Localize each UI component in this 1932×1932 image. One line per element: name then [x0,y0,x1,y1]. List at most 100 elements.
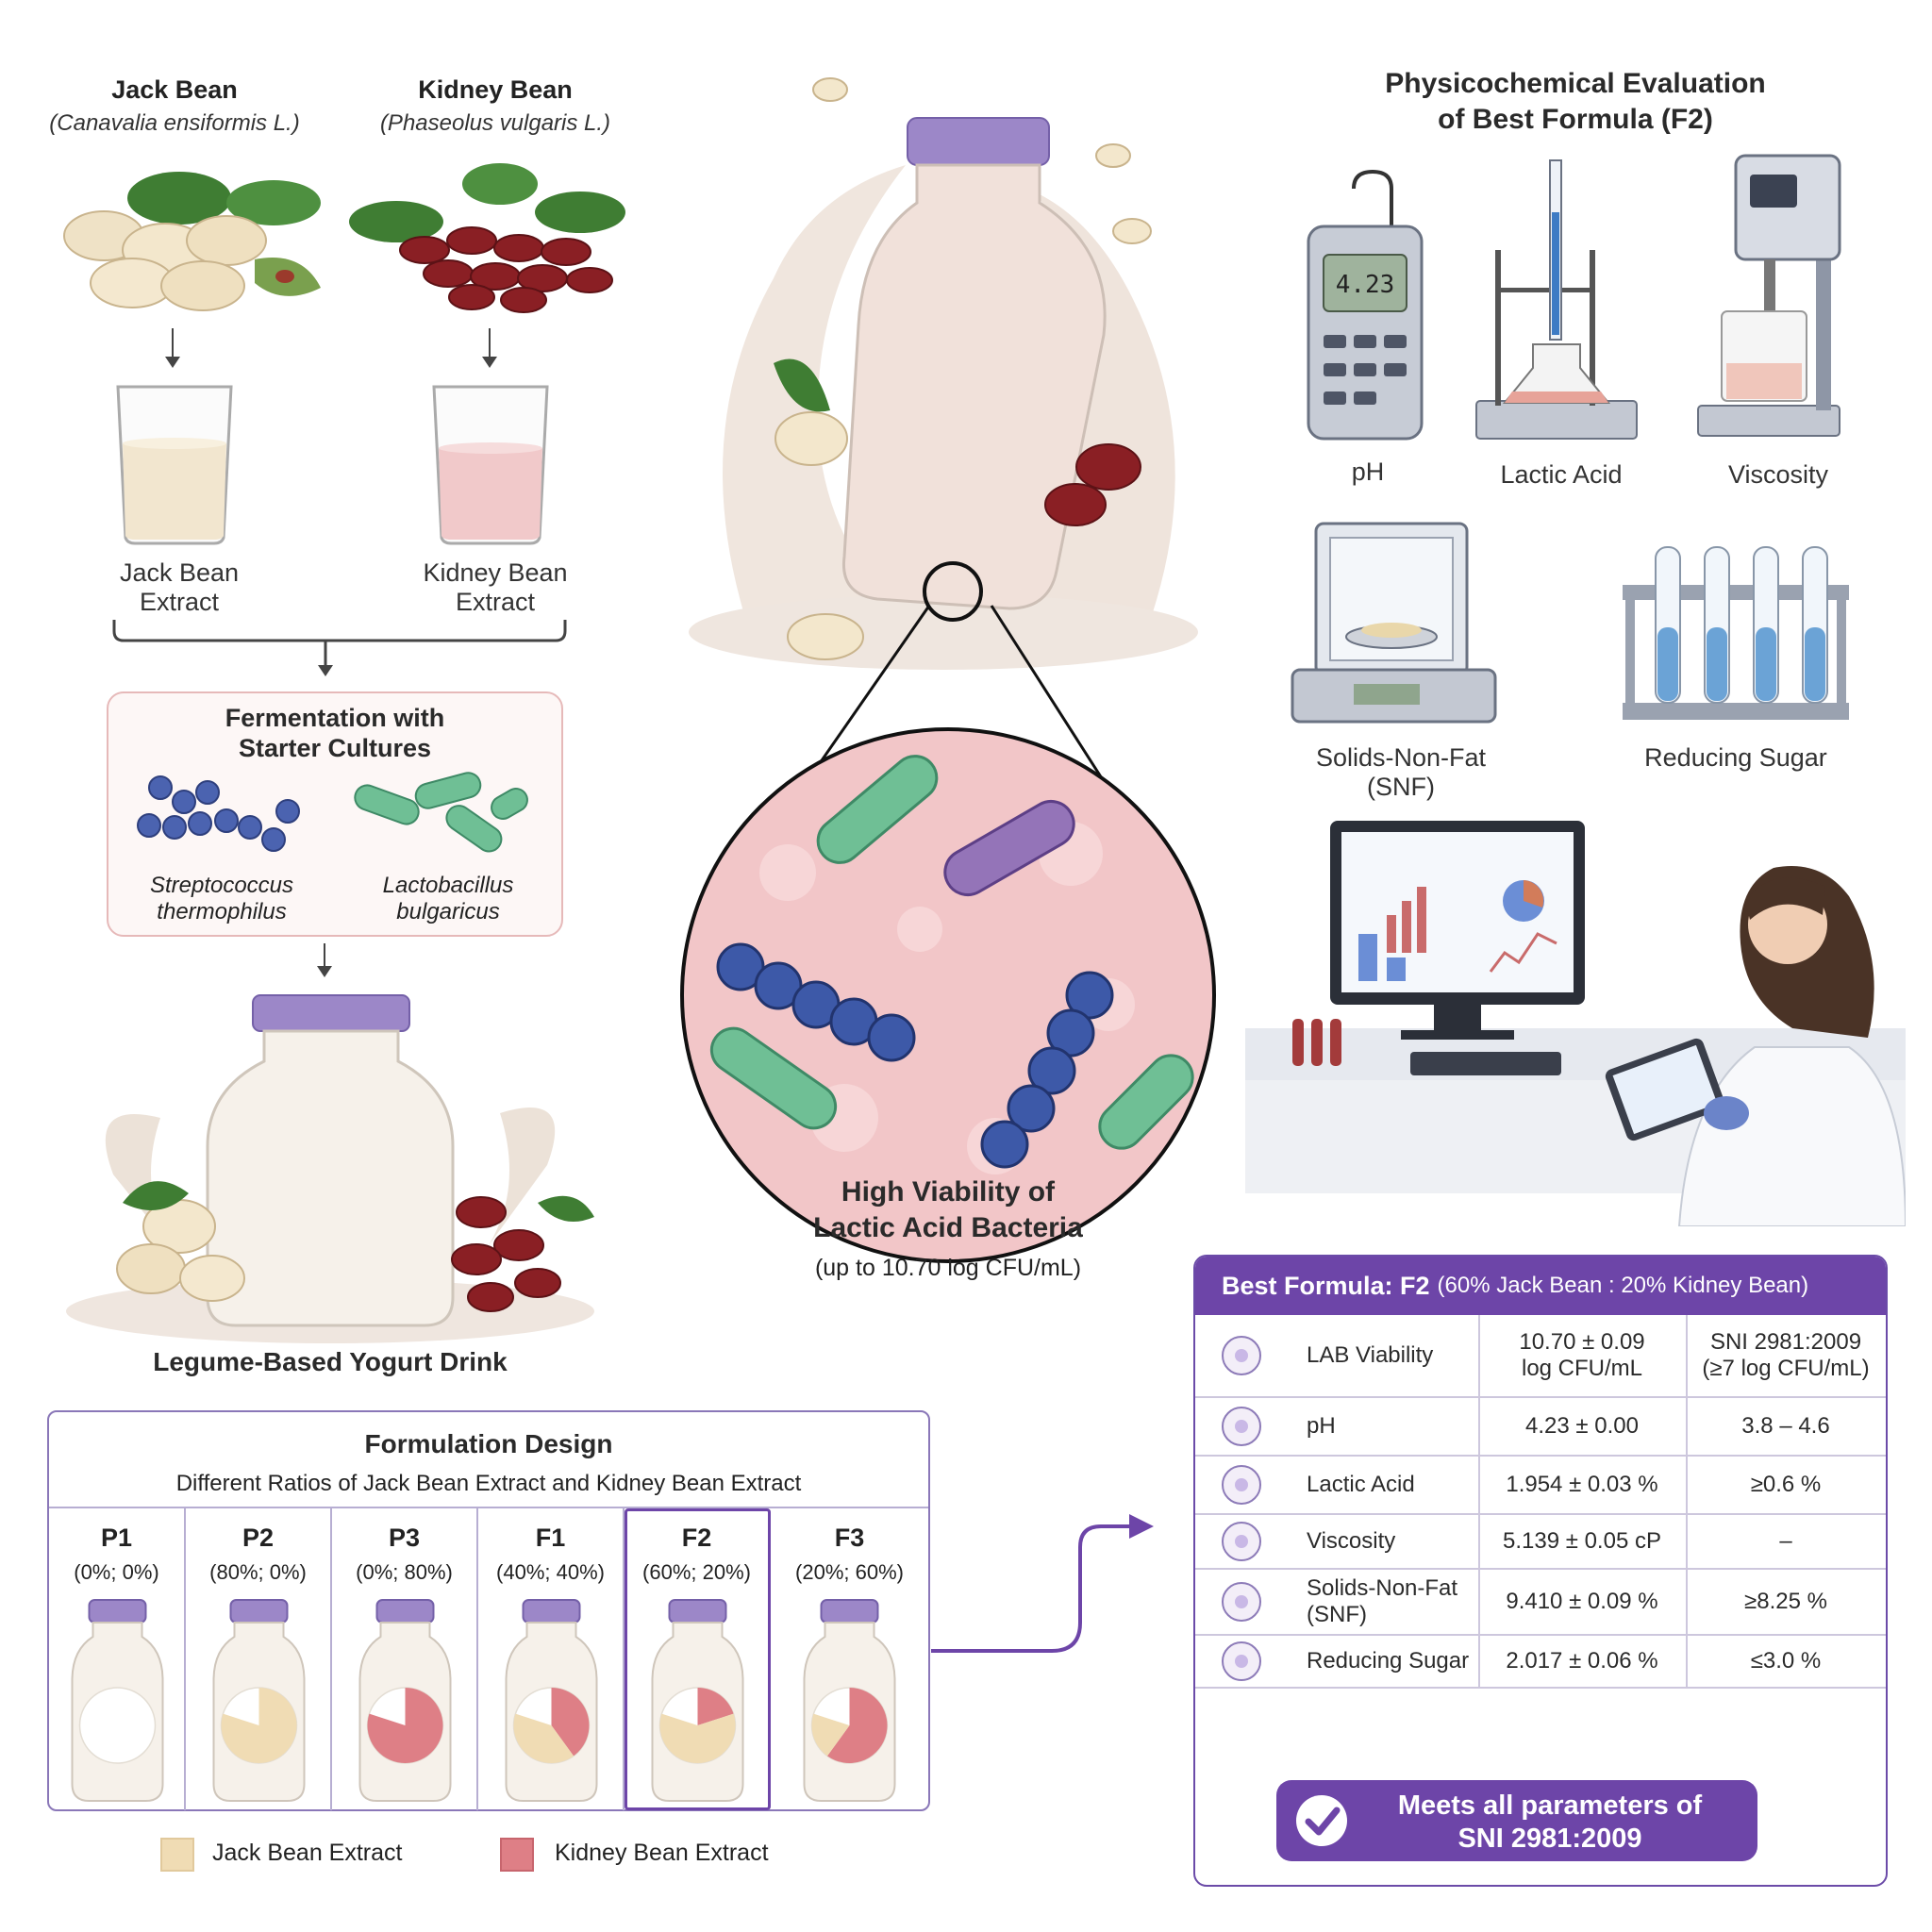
parameter-name: Viscosity [1307,1528,1396,1555]
parameter-standard: ≥8.25 % [1686,1570,1886,1634]
parameter-name: Lactic Acid [1307,1472,1415,1498]
parameter-value-line: 1.954 ± 0.03 % [1506,1472,1658,1498]
formula-cell-f2: F2 (60%; 20%) [625,1508,771,1810]
reducing-sugar-instrument-label: Reducing Sugar [1644,743,1827,772]
ph-meter-icon: 4.23 [1307,170,1424,441]
bottle-cap [668,1599,727,1624]
formula-ratio: (40%; 40%) [496,1560,605,1584]
formula-code: P2 [242,1524,275,1552]
bottle-cap [375,1599,435,1624]
parameter-standard-line: SNI 2981:2009 [1709,1329,1862,1356]
kidney-extract-beaker-icon [432,385,549,545]
formula-ratio: (20%; 60%) [795,1560,904,1584]
product-label: Legume-Based Yogurt Drink [153,1347,508,1376]
yogurt-drink-bottle-illustration [66,994,594,1343]
legend-label-jack: Jack Bean Extract [212,1840,403,1866]
kidney-bean-pile-illustration [349,163,625,313]
parameter-standard: ≥0.6 % [1686,1457,1886,1513]
formulation-design-panel: Formulation Design Different Ratios of J… [47,1410,930,1811]
parameter-value: 1.954 ± 0.03 % [1478,1457,1686,1513]
test-tubes-icon [1218,1636,1274,1687]
titration-apparatus-icon [1475,159,1638,440]
viability-subtitle: (up to 10.70 log CFU/mL) [814,1255,1082,1281]
parameter-standard-line: ≥8.25 % [1744,1589,1827,1615]
jack-slice [221,1688,297,1763]
checkmark-icon [1296,1795,1347,1846]
lactobacillus-icon [354,772,528,853]
bottle-cap [229,1599,289,1624]
jack-slice [513,1713,575,1763]
petri-dish-icon [1218,1315,1274,1396]
formula-bottle-icon [212,1599,306,1802]
parameter-value-line: 5.139 ± 0.05 cP [1503,1528,1661,1555]
parameter-name: pH [1307,1413,1336,1440]
parameter-standard: SNI 2981:2009(≥7 log CFU/mL) [1686,1315,1886,1396]
parameter-value: 5.139 ± 0.05 cP [1478,1515,1686,1568]
table-bottom-rule [1195,1687,1886,1689]
formula-ratio: (60%; 20%) [642,1560,751,1584]
parameter-standard-line: (≥7 log CFU/mL) [1702,1356,1870,1381]
jack-extract-beaker-icon [116,385,233,545]
best-formula-header: Best Formula: F2 (60% Jack Bean : 20% Ki… [1195,1257,1886,1315]
parameter-value: 4.23 ± 0.00 [1478,1398,1686,1455]
parameter-standard-line: – [1779,1528,1792,1555]
column-divider [1686,1315,1688,1687]
formula-cell-p1: P1(0%; 0%) [49,1508,186,1810]
flask-icon [1218,1457,1274,1513]
formula-code: P1 [100,1524,133,1552]
kidney-slice [697,1688,734,1725]
viscometer-icon [1218,1515,1274,1568]
jack-bean-name: Jack Bean [111,75,238,104]
parameter-value: 9.410 ± 0.09 % [1478,1570,1686,1634]
formula-bottle-icon [358,1599,452,1802]
formula-cell-f3: F3(20%; 60%) [771,1508,928,1810]
jack-bean-pile-illustration [63,172,321,311]
parameter-value-line: log CFU/mL [1521,1356,1643,1381]
merge-bracket [112,620,567,676]
arrow-ferment-to-product [317,943,332,977]
arrow-jack-to-extract [165,328,180,368]
formula-code: F1 [535,1524,566,1552]
central-bottle-splash-illustration [689,77,1198,670]
parameter-value-line: 4.23 ± 0.00 [1525,1413,1639,1440]
parameter-value: 2.017 ± 0.06 % [1478,1636,1686,1687]
parameter-value-line: 10.70 ± 0.09 [1519,1329,1645,1356]
best-formula-table: Best Formula: F2 (60% Jack Bean : 20% Ki… [1193,1255,1888,1887]
formula-bottle-icon [803,1599,896,1802]
formulation-title: Formulation Design [364,1429,613,1458]
parameter-value-line: 9.410 ± 0.09 % [1506,1589,1658,1615]
kidney-bean-scientific: (Phaseolus vulgaris L.) [379,110,611,136]
formulation-subtitle: Different Ratios of Jack Bean Extract an… [175,1471,802,1496]
bottle-cap [820,1599,879,1624]
formula-cell-p3: P3 (0%; 80%) [332,1508,478,1810]
column-divider [1478,1315,1480,1687]
formula-code: F2 [681,1524,712,1552]
jack-bean-heading: Jack Bean (Canavalia ensiformis L.) [38,75,311,137]
balance-icon [1218,1570,1274,1634]
ph-instrument-label: pH [1351,458,1385,486]
parameter-standard: 3.8 – 4.6 [1686,1398,1886,1455]
formula-code: P3 [388,1524,421,1552]
parameter-standard-line: 3.8 – 4.6 [1741,1413,1830,1440]
jack-bean-scientific: (Canavalia ensiformis L.) [49,110,300,136]
parameter-standard: – [1686,1515,1886,1568]
formula-grid: P1(0%; 0%)P2(80%; 0%)P3(0%; 80%)F1(40%; … [49,1508,928,1810]
lactic-acid-instrument-label: Lactic Acid [1500,460,1623,489]
best-formula-title-detail: (60% Jack Bean : 20% Kidney Bean) [1437,1273,1809,1298]
ph-meter-icon [1218,1398,1274,1455]
formula-bottle-icon [505,1599,598,1802]
bottle-cap [522,1599,581,1624]
legend-swatch-kidney [500,1838,534,1872]
formula-ratio: (0%; 80%) [356,1560,453,1584]
table-row: Solids-Non-Fat (SNF)9.410 ± 0.09 %≥8.25 … [1195,1568,1886,1634]
